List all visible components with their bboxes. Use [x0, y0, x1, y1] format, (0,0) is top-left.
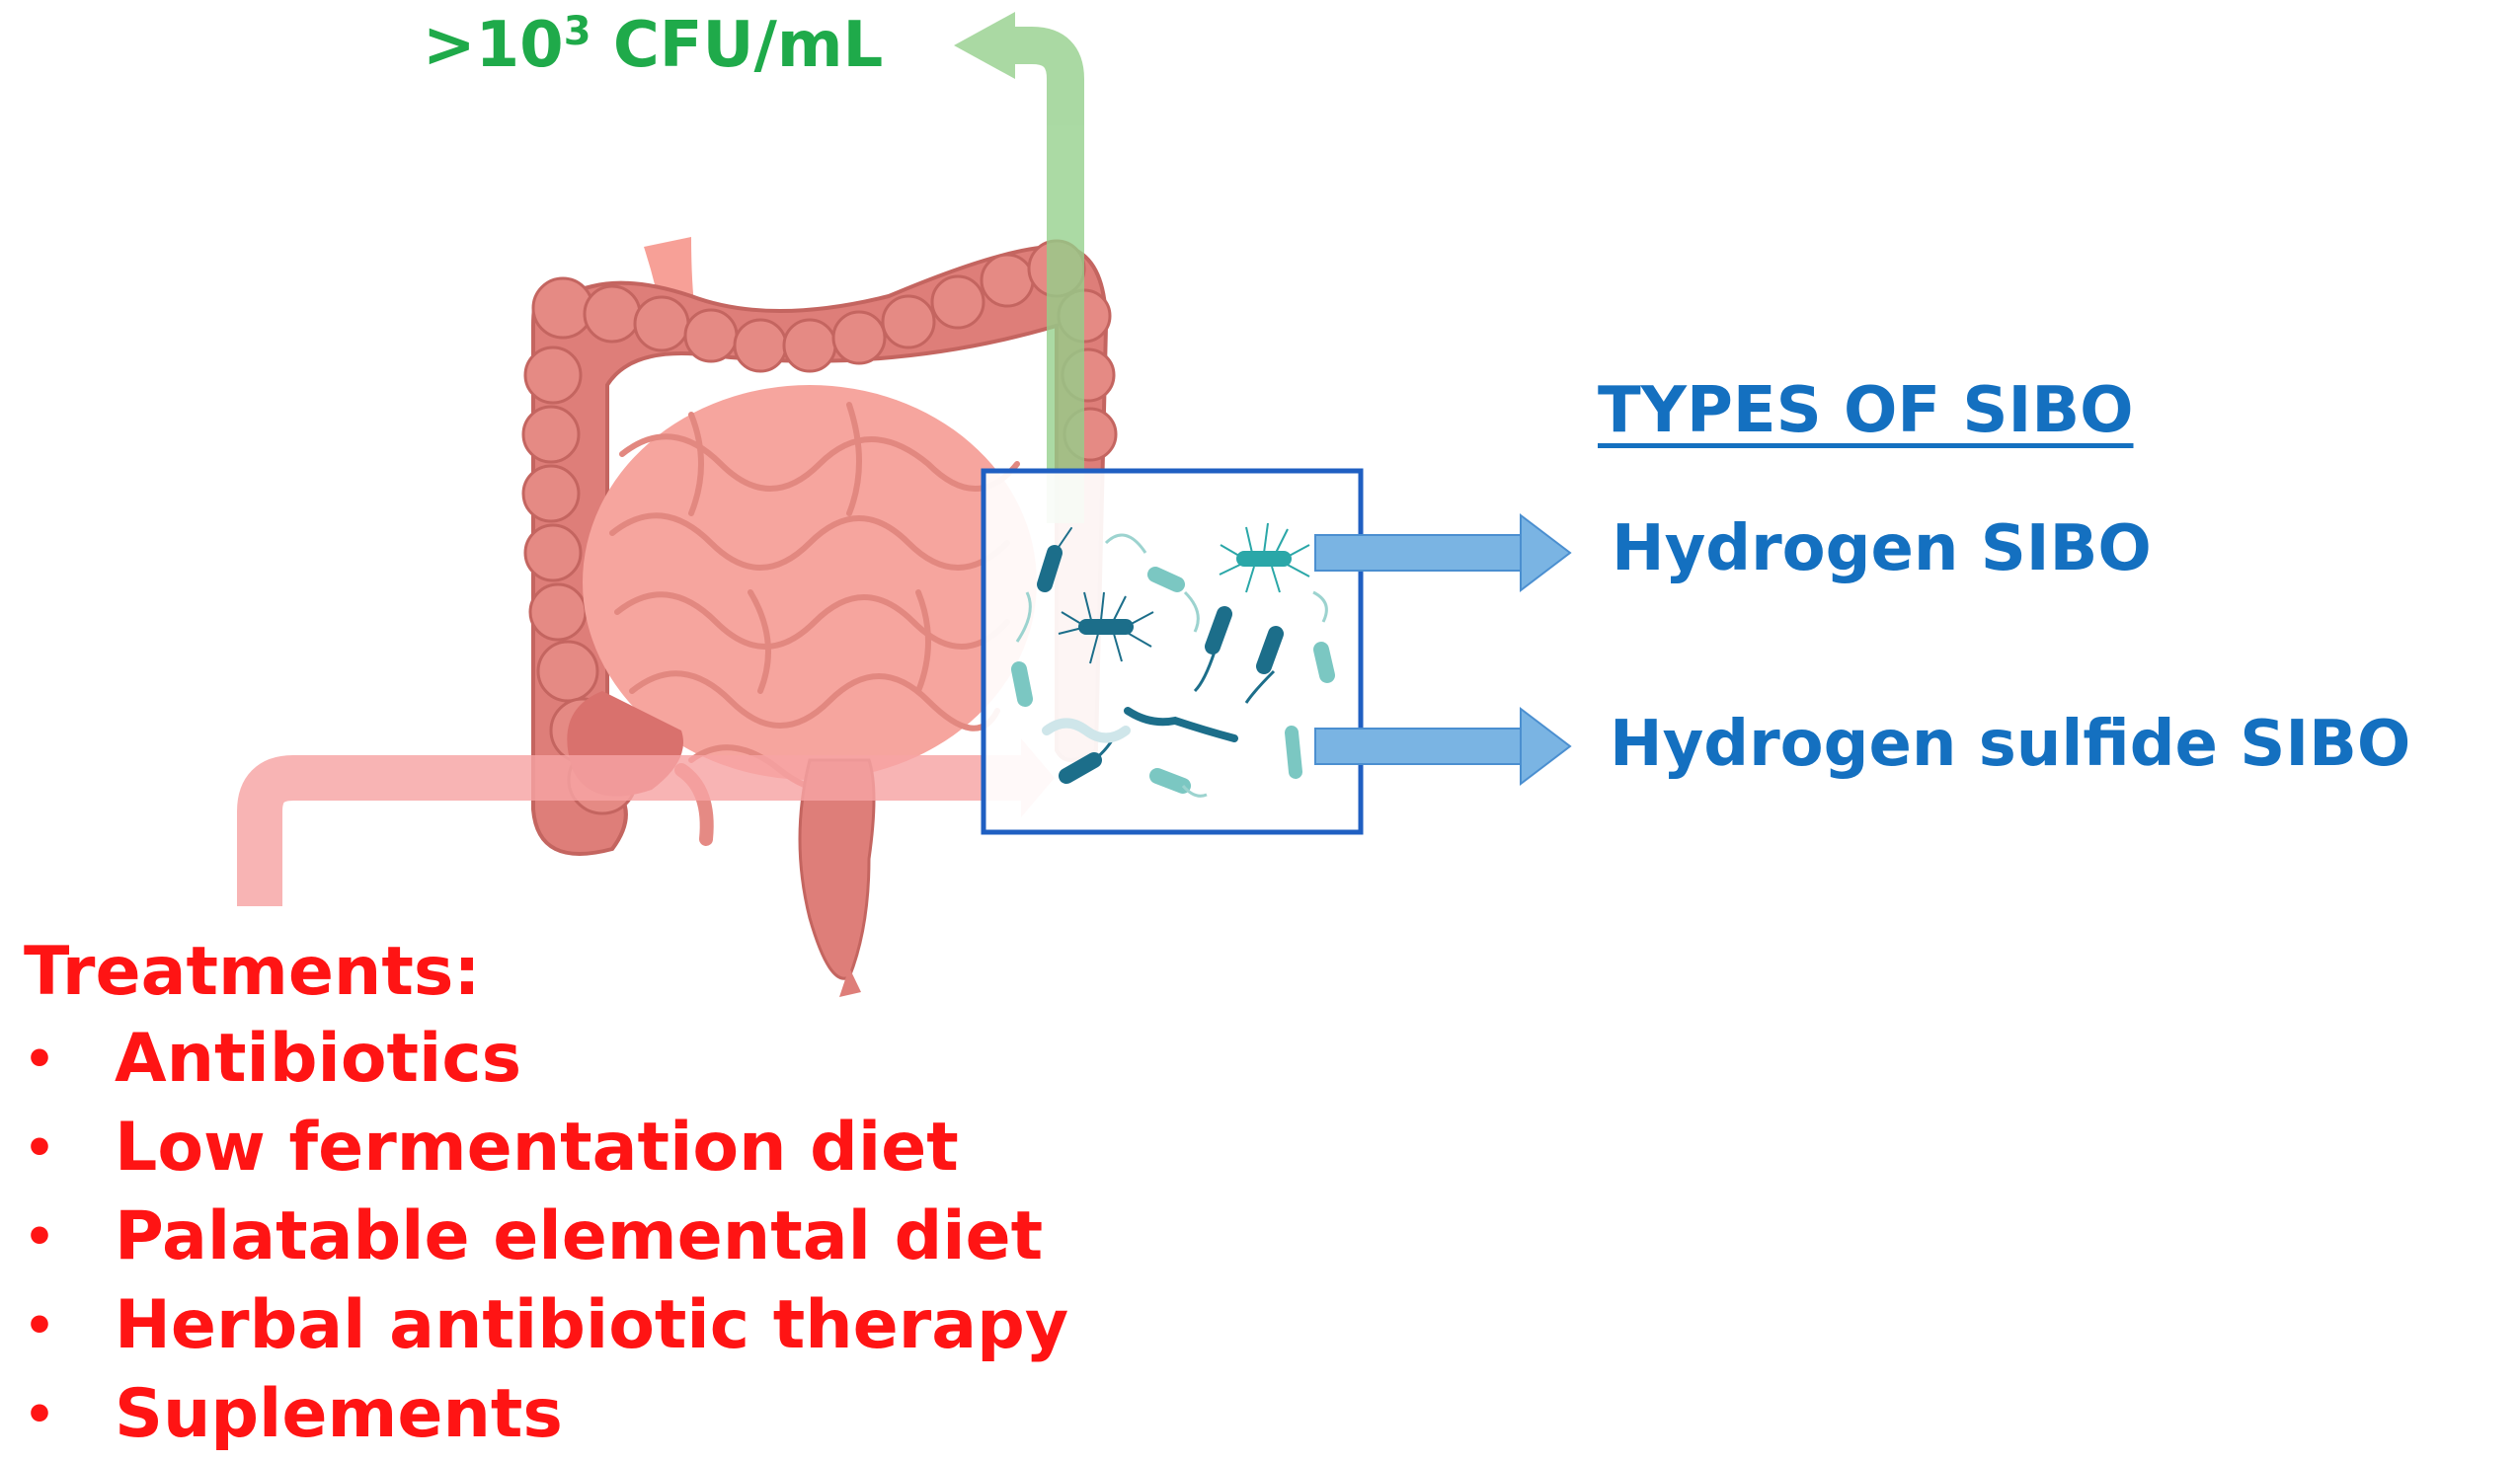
- haustra: [521, 239, 1118, 815]
- types-title: TYPES OF SIBO: [1598, 374, 2134, 447]
- threshold-label: >103 CFU/mL: [423, 0, 883, 99]
- blue-arrow-hydrogen-sulfide: [1314, 706, 1572, 787]
- threshold-prefix: >10: [423, 9, 564, 82]
- type-hydrogen-sibo: Hydrogen SIBO: [1612, 512, 2152, 585]
- treatment-item: Palatable elemental diet: [24, 1193, 1068, 1281]
- spiky-bacterium: [1058, 591, 1154, 664]
- bacteria-box: [981, 468, 1364, 835]
- spiky-bacterium: [1219, 522, 1310, 593]
- treatment-item: Herbal antibiotic therapy: [24, 1281, 1068, 1370]
- bacteria-cluster: [1011, 522, 1335, 798]
- small-intestine: [583, 385, 1037, 793]
- red-arrow: [237, 738, 1055, 906]
- treatment-item: Antibiotics: [24, 1015, 1068, 1104]
- treatment-item: Suplements: [24, 1370, 1068, 1459]
- type-hydrogen-sulfide-sibo: Hydrogen sulfide SIBO: [1610, 708, 2411, 781]
- threshold-exponent: 3: [563, 9, 591, 54]
- threshold-unit: CFU/mL: [591, 9, 884, 82]
- treatments-list: Antibiotics Low fermentation diet Palata…: [24, 1015, 1068, 1459]
- green-arrow: [954, 12, 1084, 523]
- blue-arrow-hydrogen: [1314, 512, 1572, 593]
- treatments-title: Treatments:: [24, 933, 481, 1011]
- treatment-item: Low fermentation diet: [24, 1104, 1068, 1193]
